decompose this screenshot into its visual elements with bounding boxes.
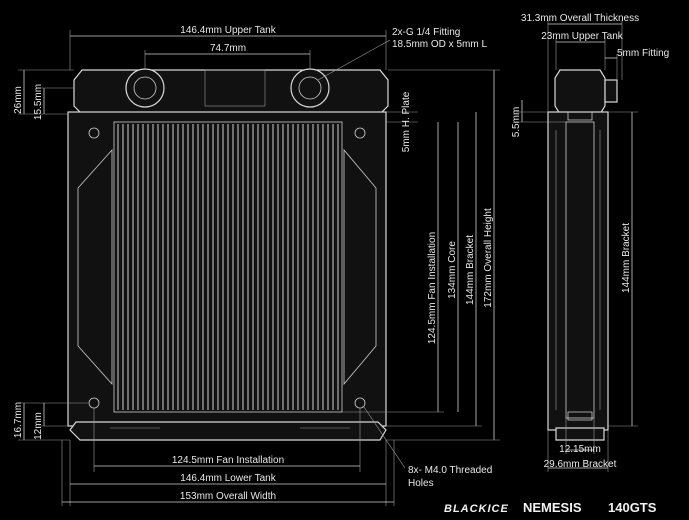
label-side-bracket-v: 144mm Bracket bbox=[621, 223, 632, 293]
label-16-7mm: 16.7mm bbox=[13, 402, 24, 438]
label-15-5mm: 15.5mm bbox=[33, 84, 44, 120]
brand-variant: 140GTS bbox=[608, 500, 657, 515]
label-fan-installation-h: 124.5mm Fan Installation bbox=[172, 455, 284, 466]
side-top-slot bbox=[567, 111, 593, 121]
upper-tank bbox=[73, 69, 389, 115]
label-threaded-line1: 8x- M4.0 Threaded bbox=[408, 465, 492, 476]
label-threaded-line2: Holes bbox=[408, 478, 434, 489]
side-core bbox=[565, 121, 595, 419]
side-lower-tank bbox=[555, 427, 605, 441]
label-side-fitting: 5mm Fitting bbox=[617, 48, 669, 59]
label-26mm: 26mm bbox=[13, 86, 24, 114]
label-overall-height: 172mm Overall Height bbox=[483, 208, 494, 308]
label-fan-installation-v: 124.5mm Fan Installation bbox=[427, 232, 438, 344]
brand-logo: BLACKICE NEMESIS 140GTS bbox=[444, 500, 657, 515]
label-lower-tank: 146.4mm Lower Tank bbox=[180, 473, 276, 484]
side-bottom-slot bbox=[567, 411, 593, 421]
label-overall-width: 153mm Overall Width bbox=[180, 491, 276, 502]
fitting-left bbox=[125, 68, 165, 108]
label-side-5-5mm: 5.5mm bbox=[511, 107, 522, 138]
side-plate-right bbox=[343, 148, 377, 386]
label-h-plate: 5mm H. Plate bbox=[401, 91, 412, 152]
label-side-upper-tank: 23mm Upper Tank bbox=[541, 31, 624, 42]
label-fitting-spacing: 74.7mm bbox=[210, 43, 246, 54]
fitting-right bbox=[290, 68, 330, 108]
side-upper-tank bbox=[554, 69, 606, 115]
side-dimensions: 31.3mm Overall Thickness 23mm Upper Tank… bbox=[511, 13, 669, 472]
label-core: 134mm Core bbox=[447, 241, 458, 299]
label-12mm: 12mm bbox=[33, 412, 44, 440]
label-fitting-line1: 2x-G 1/4 Fitting bbox=[392, 27, 460, 38]
front-view bbox=[67, 68, 389, 441]
front-dimensions: 146.4mm Upper Tank 74.7mm 2x-G 1/4 Fitti… bbox=[13, 25, 500, 506]
label-fitting-line2: 18.5mm OD x 5mm L bbox=[392, 39, 487, 50]
label-upper-tank: 146.4mm Upper Tank bbox=[180, 25, 276, 36]
side-bracket bbox=[547, 111, 609, 431]
side-fitting bbox=[604, 79, 618, 103]
side-view bbox=[547, 69, 618, 441]
side-plate-left bbox=[77, 148, 113, 386]
label-side-bracket-h: 29.6mm Bracket bbox=[544, 459, 617, 470]
core-fins bbox=[117, 124, 339, 410]
brand-name: BLACKICE bbox=[444, 503, 509, 515]
mount-hole-tr bbox=[354, 127, 366, 139]
upper-tank-center-block bbox=[204, 69, 266, 107]
label-bracket-v: 144mm Bracket bbox=[465, 235, 476, 305]
mount-hole-tl bbox=[88, 127, 100, 139]
label-overall-thickness: 31.3mm Overall Thickness bbox=[521, 13, 639, 24]
core bbox=[113, 121, 343, 413]
brand-model: NEMESIS bbox=[523, 500, 582, 515]
lower-tank bbox=[69, 421, 387, 441]
label-side-12-15mm: 12.15mm bbox=[559, 444, 601, 455]
